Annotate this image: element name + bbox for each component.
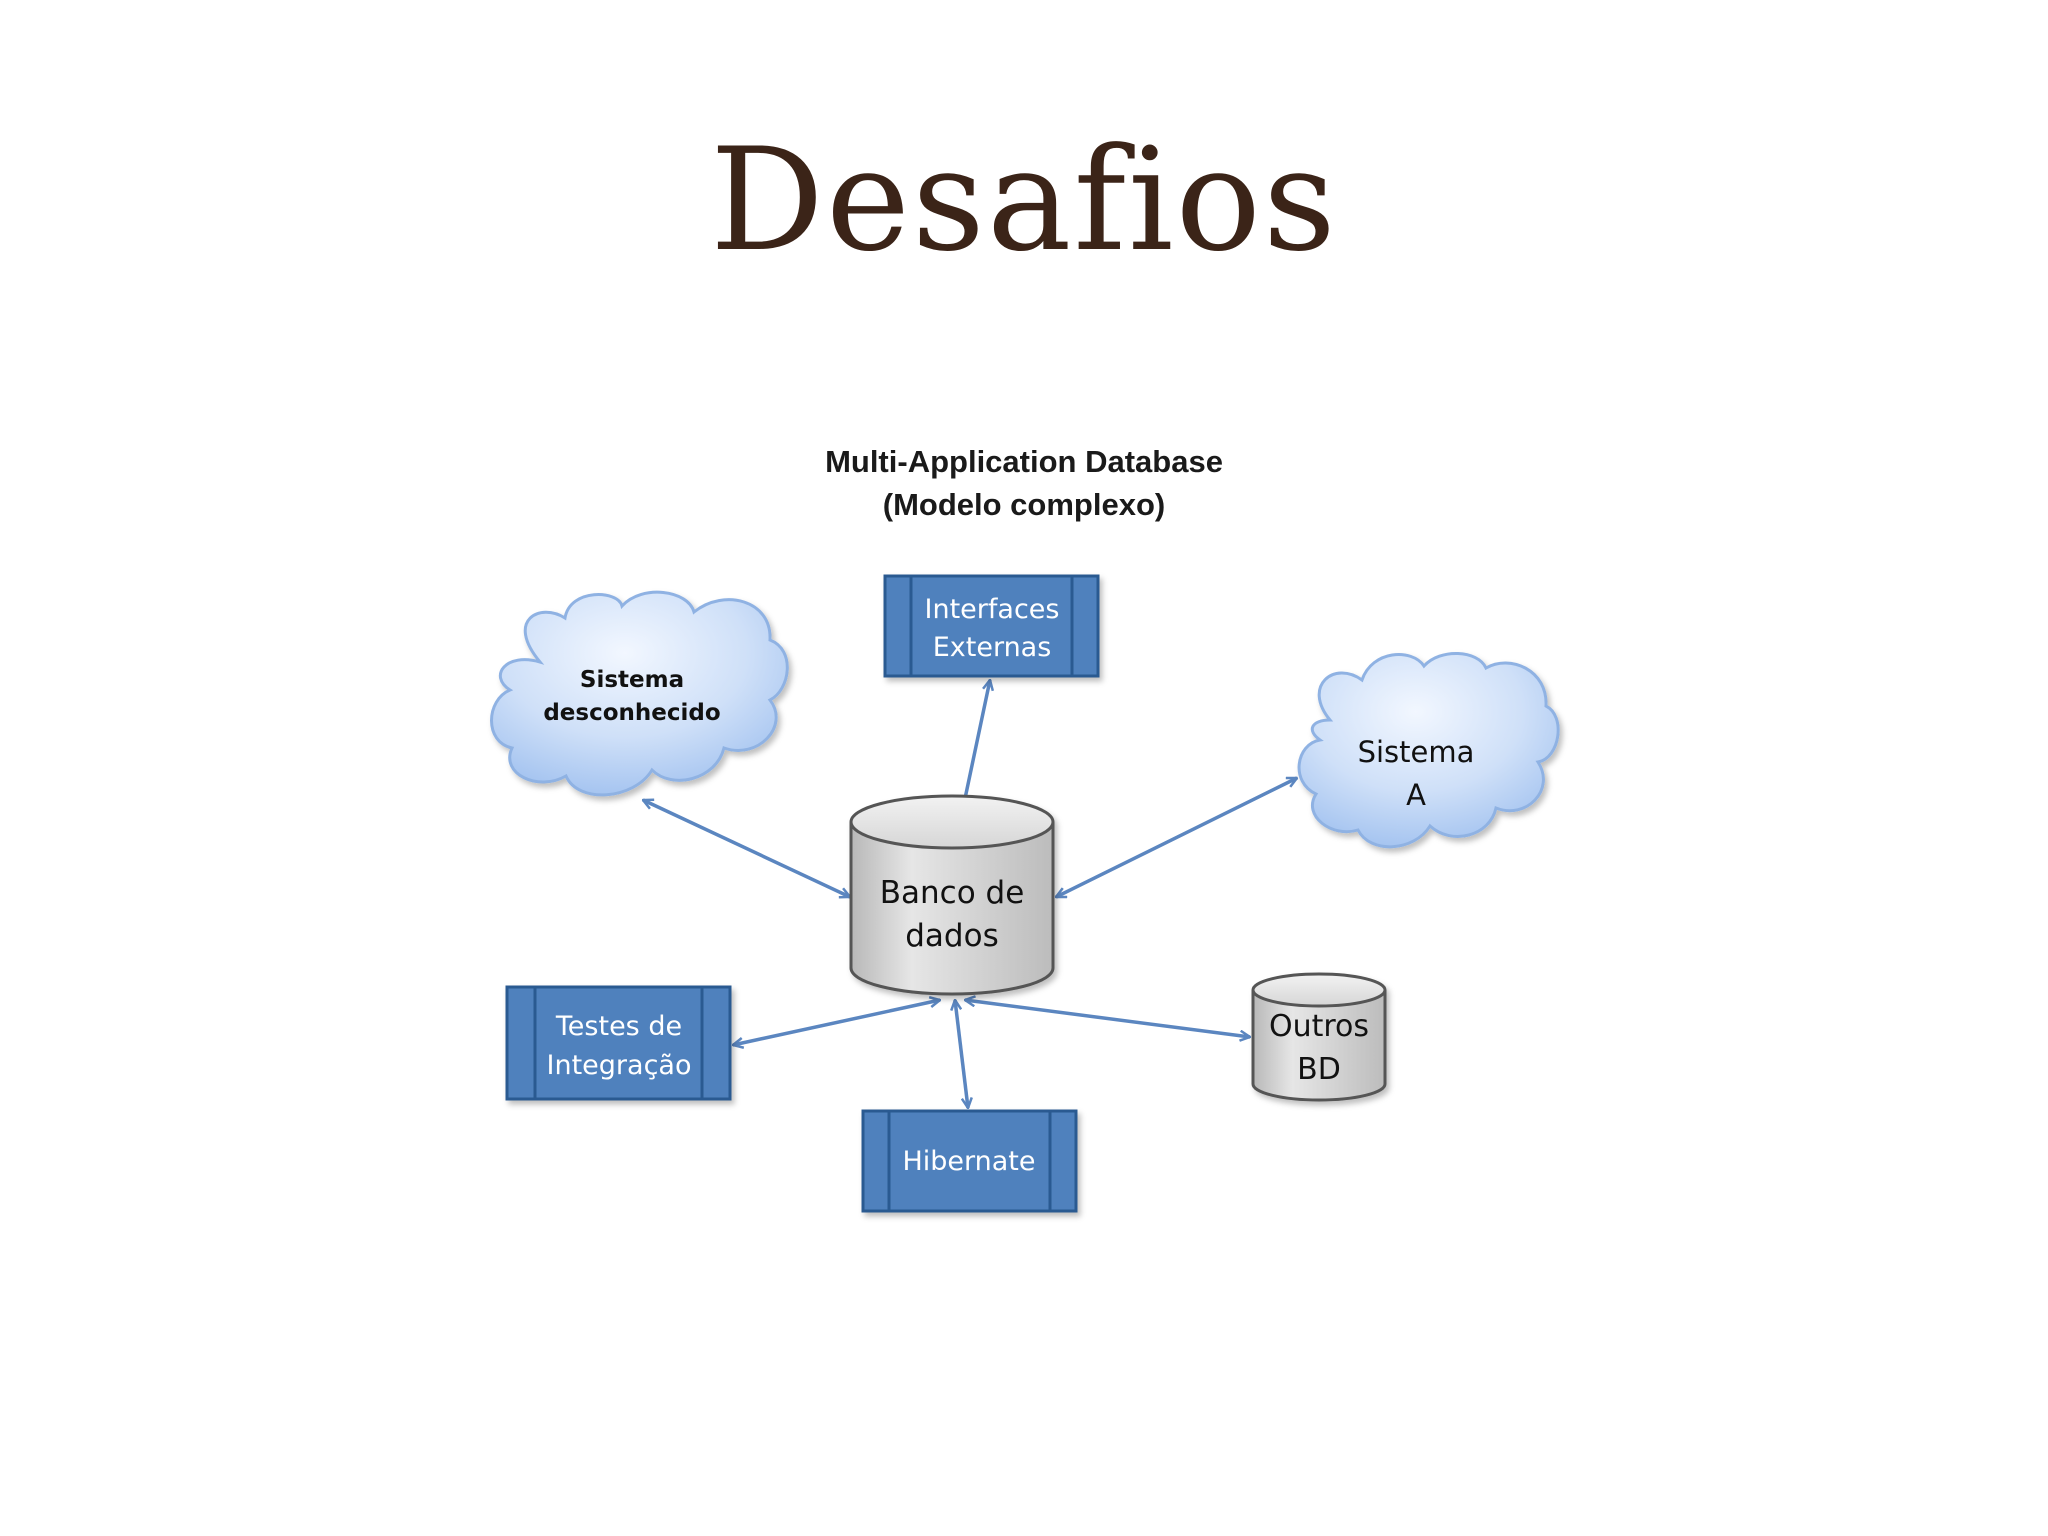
sistema-a-label-line1: Sistema [1358,735,1475,769]
node-sistema-desconhecido [490,590,789,797]
testes-label-line1: Testes de [555,1011,682,1042]
database-label-line2: dados [905,918,998,954]
diagram-heading-line1: Multi-Application Database [825,444,1223,479]
node-testes-integracao [505,985,732,1101]
sistema-desconhecido-label-line2: desconhecido [543,700,720,726]
outros-bd-label-line1: Outros [1269,1009,1369,1044]
connectors [643,680,1297,1108]
cloud-shape [1297,652,1560,849]
hibernate-label: Hibernate [902,1146,1035,1177]
node-sistema-a [1297,652,1560,849]
diagram-heading-line2: (Modelo complexo) [882,487,1166,522]
database-label-line1: Banco de [880,875,1025,911]
cloud-shape [490,590,789,797]
outros-bd-label-line2: BD [1297,1052,1341,1087]
node-hibernate [861,1109,1078,1213]
node-outros-bd [1251,972,1387,1102]
connector-db-hibernate [955,1000,968,1108]
connector-db-sistema-desconhecido [643,798,850,899]
node-banco-de-dados [849,794,1055,996]
sistema-a-label-line2: A [1406,778,1426,812]
connector-db-testes [733,1000,940,1045]
connector-db-outros [965,1000,1250,1037]
interfaces-label-line1: Interfaces [925,594,1060,625]
sistema-desconhecido-label-line1: Sistema [580,667,684,693]
diagram-heading: Multi-Application Database (Modelo compl… [724,440,1324,526]
interfaces-label-line2: Externas [933,632,1052,663]
connector-db-sistema-a [1056,776,1297,899]
testes-label-line2: Integração [547,1050,692,1081]
slide-title: Desafios [710,118,1338,283]
node-interfaces-externas [883,574,1100,678]
